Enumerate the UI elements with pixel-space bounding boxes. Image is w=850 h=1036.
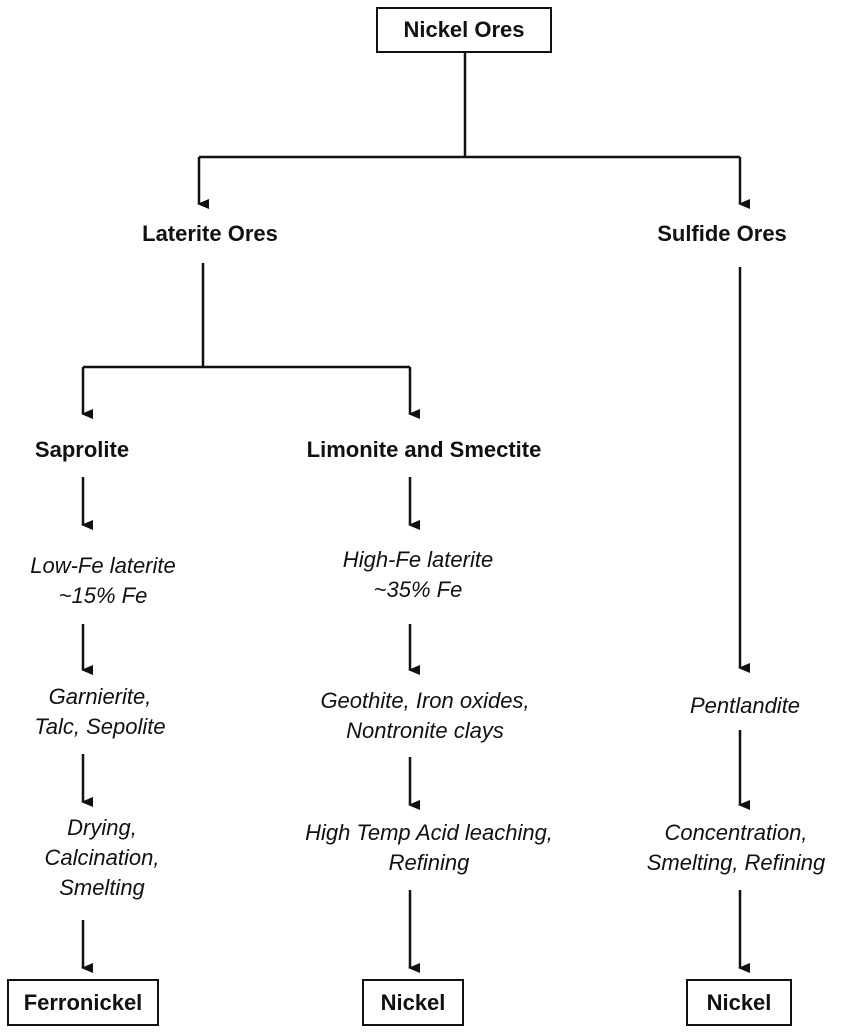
limonite-minerals: Geothite, Iron oxides, Nontronite clays xyxy=(320,686,529,746)
limonite-process-line-1: High Temp Acid leaching, xyxy=(305,820,553,845)
ferronickel-product-label: Ferronickel xyxy=(23,989,143,1015)
saprolite-minerals: Garnierite, Talc, Sepolite xyxy=(34,682,165,742)
saprolite-composition: Low-Fe laterite ~15% Fe xyxy=(30,551,176,611)
saprolite-process: Drying, Calcination, Smelting xyxy=(45,813,160,903)
saprolite-process-line-2: Calcination, xyxy=(44,845,160,870)
limonite-nickel-product-label: Nickel xyxy=(380,989,446,1015)
saprolite-process-line-1: Drying, xyxy=(67,815,137,840)
saprolite-minerals-line-1: Garnierite, xyxy=(48,684,152,709)
saprolite-minerals-line-2: Talc, Sepolite xyxy=(34,714,166,739)
root-node-label: Nickel Ores xyxy=(403,17,525,42)
ferronickel-product-box: Ferronickel xyxy=(7,979,159,1026)
sulfide-nickel-product-label: Nickel xyxy=(706,989,772,1015)
saprolite-composition-line-2: ~15% Fe xyxy=(58,583,148,608)
sulfide-nickel-product-box: Nickel xyxy=(686,979,792,1026)
limonite-minerals-line-1: Geothite, Iron oxides, xyxy=(320,688,530,713)
sulfide-process-line-2: Smelting, Refining xyxy=(646,850,826,875)
saprolite-process-line-3: Smelting xyxy=(59,875,145,900)
root-node-box: Nickel Ores xyxy=(376,7,552,53)
pentlandite-label: Pentlandite xyxy=(689,693,801,718)
laterite-ores-label: Laterite Ores xyxy=(142,221,278,246)
sulfide-ores-label: Sulfide Ores xyxy=(657,221,787,246)
limonite-composition-line-1: High-Fe laterite xyxy=(342,547,494,572)
limonite-smectite-label: Limonite and Smectite xyxy=(306,437,542,462)
sulfide-process-line-1: Concentration, xyxy=(664,820,808,845)
limonite-process: High Temp Acid leaching, Refining xyxy=(305,818,553,878)
saprolite-label: Saprolite xyxy=(34,437,130,462)
limonite-process-line-2: Refining xyxy=(388,850,470,875)
limonite-composition-line-2: ~35% Fe xyxy=(373,577,463,602)
limonite-composition: High-Fe laterite ~35% Fe xyxy=(343,545,493,605)
limonite-minerals-line-2: Nontronite clays xyxy=(346,718,504,743)
limonite-nickel-product-box: Nickel xyxy=(362,979,464,1026)
sulfide-process: Concentration, Smelting, Refining xyxy=(647,818,826,878)
saprolite-composition-line-1: Low-Fe laterite xyxy=(30,553,176,578)
